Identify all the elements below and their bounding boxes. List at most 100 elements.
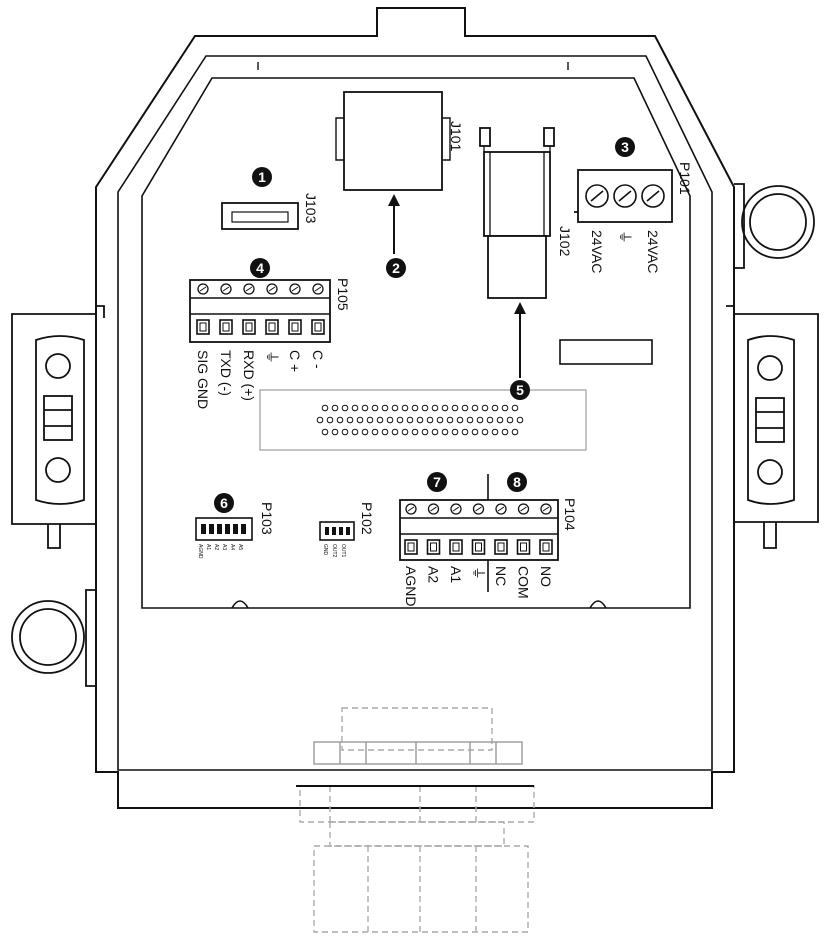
label-plate [559,339,653,365]
p102-pin-label: OUT1 [340,544,346,558]
callout-7: 7 [427,472,447,492]
ribbon-pin [386,416,394,424]
callout-number: 5 [516,382,524,398]
ribbon-pin [346,416,354,424]
p105-pin [219,283,233,335]
ribbon-pin [381,404,389,412]
ribbon-pin [351,428,359,436]
p101-screw [641,184,665,208]
ribbon-pin [331,428,339,436]
p105-terminal-block [189,279,331,343]
p105-dividers [190,297,330,315]
p102-pin [339,527,343,535]
label-p105: P105 [335,278,351,311]
p102-pin-label: GND [322,544,328,556]
ribbon-pin [361,404,369,412]
p105-pins [196,283,325,335]
p103-header [195,517,253,541]
p103-pin [241,524,246,534]
p103-pin-label: A4 [229,544,235,550]
ribbon-pin [411,404,419,412]
j101-connector [343,91,443,191]
ribbon-pin [381,428,389,436]
p105-pin-label: TXD (-) [218,350,234,396]
cable-gland-left [11,589,96,687]
p102-pin [325,527,329,535]
p103-pin [209,524,214,534]
p104-pin [471,503,486,555]
ribbon-pin [341,428,349,436]
p103-pin-label: A3 [221,544,227,550]
ribbon-pin [516,416,524,424]
ribbon-pin [371,428,379,436]
p105-pin [242,283,256,335]
right-mounting-bracket [726,305,819,549]
p104-pin-label: AGND [403,566,419,606]
ribbon-pin [441,428,449,436]
ribbon-pin [336,416,344,424]
label-j103: J103 [303,193,319,224]
p102-header [319,521,355,541]
p105-pin-label: RXD (+) [241,350,257,401]
ribbon-pin [486,416,494,424]
j103-slot [231,211,289,223]
label-j101: J101 [448,121,464,152]
p101-pin-label: ⏚ [617,230,633,244]
ribbon-pin [341,404,349,412]
ribbon-pin [491,428,499,436]
ribbon-pin [476,416,484,424]
ribbon-pin [406,416,414,424]
ribbon-connector-pins [316,404,524,436]
p104-pin [539,503,553,555]
ribbon-pin [371,404,379,412]
callout-1: 1 [252,167,272,187]
ribbon-pin [506,416,514,424]
ribbon-pin [416,416,424,424]
ribbon-pin [391,428,399,436]
label-p104: P104 [562,498,578,531]
p103-pin-label: A2 [213,544,219,550]
p105-pin-label: C + [287,350,303,372]
p101-pin-label: 24VAC [589,230,605,273]
ribbon-pin [451,404,459,412]
ribbon-pin [431,428,439,436]
p102-pin-label: OUT2 [331,544,337,558]
ribbon-pin [431,404,439,412]
callout-number: 2 [392,260,400,276]
p104-pin-label: COM [516,566,532,599]
ribbon-pin [321,428,329,436]
ribbon-pin [401,404,409,412]
j102-bnc-connector [479,127,555,299]
p103-pin [233,524,238,534]
p104-pin-label: NO [538,566,554,587]
p101-screw [585,184,609,208]
p102-pin [346,527,350,535]
p102-pins [325,527,350,535]
p103-pin [217,524,222,534]
p104-pin [494,503,508,555]
p104-pin-label: A2 [426,566,442,583]
label-j102: J102 [557,226,573,257]
callout-5: 5 [510,380,530,400]
p105-pin-label: ⏚ [264,350,280,364]
p103-pin [201,524,206,534]
ribbon-pin [441,404,449,412]
callout-number: 7 [433,474,441,490]
ribbon-pin [451,428,459,436]
ribbon-pin [471,404,479,412]
ribbon-pin [501,404,509,412]
ribbon-pin [481,404,489,412]
callout-6: 6 [214,493,234,513]
p105-pin-label: C - [310,350,326,369]
callout-number: 4 [256,260,264,276]
p104-pin [449,503,463,555]
j103-connector [221,202,299,230]
ribbon-pin [331,404,339,412]
ribbon-pin [511,404,519,412]
ribbon-pin [456,416,464,424]
ribbon-pin [376,416,384,424]
p105-pin-label: SIG GND [195,350,211,409]
conduit-fitting [299,707,535,933]
